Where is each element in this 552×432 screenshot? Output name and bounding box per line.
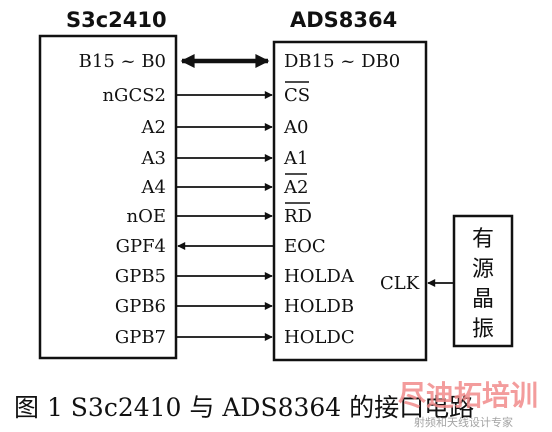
left-pin-label: B15 ~ B0 <box>79 51 166 72</box>
right-pin-labels: DB15 ~ DB0 CS A0 A1 A2 RD EOC HOLDA HOLD… <box>283 51 400 348</box>
figure-caption: 图 1 S3c2410 与 ADS8364 的接口电路 <box>14 393 474 422</box>
right-pin-label: DB15 ~ DB0 <box>284 51 400 72</box>
left-pin-label: GPB6 <box>115 296 166 317</box>
right-pin-label: RD <box>284 206 312 227</box>
connections <box>176 54 274 341</box>
left-chip-title: S3c2410 <box>66 8 167 32</box>
oscillator-char: 有 <box>472 227 494 252</box>
watermark-main: 尽迪拓培训 <box>398 379 538 412</box>
clk-label: CLK <box>380 273 420 294</box>
right-pin-label: A2 <box>283 177 308 198</box>
right-chip-box <box>272 40 428 362</box>
left-pin-label: A3 <box>141 148 166 169</box>
left-pin-label: GPF4 <box>116 236 166 257</box>
left-pin-label: A2 <box>141 117 166 138</box>
oscillator-char: 源 <box>472 257 494 282</box>
right-pin-label: A0 <box>283 117 308 138</box>
right-pin-label: HOLDB <box>284 296 354 317</box>
oscillator-char: 振 <box>472 317 494 342</box>
right-pin-label: CS <box>284 85 310 106</box>
left-pin-label: GPB5 <box>115 266 166 287</box>
right-pin-label: HOLDC <box>284 327 355 348</box>
left-pin-label: GPB7 <box>115 327 166 348</box>
right-pin-label: HOLDA <box>284 266 355 287</box>
oscillator-box <box>452 214 514 348</box>
right-pin-label: EOC <box>284 236 326 257</box>
right-pin-label: A1 <box>283 148 308 169</box>
watermark-sub: 射频和天线设计专家 <box>414 415 513 429</box>
right-chip-title: ADS8364 <box>290 8 397 32</box>
left-pin-label: nGCS2 <box>102 85 166 106</box>
left-pin-labels: B15 ~ B0 nGCS2 A2 A3 A4 nOE GPF4 GPB5 GP… <box>79 51 166 348</box>
left-pin-label: A4 <box>141 177 166 198</box>
oscillator-char: 晶 <box>472 287 494 312</box>
left-chip-box <box>38 34 178 360</box>
left-pin-label: nOE <box>127 206 167 227</box>
